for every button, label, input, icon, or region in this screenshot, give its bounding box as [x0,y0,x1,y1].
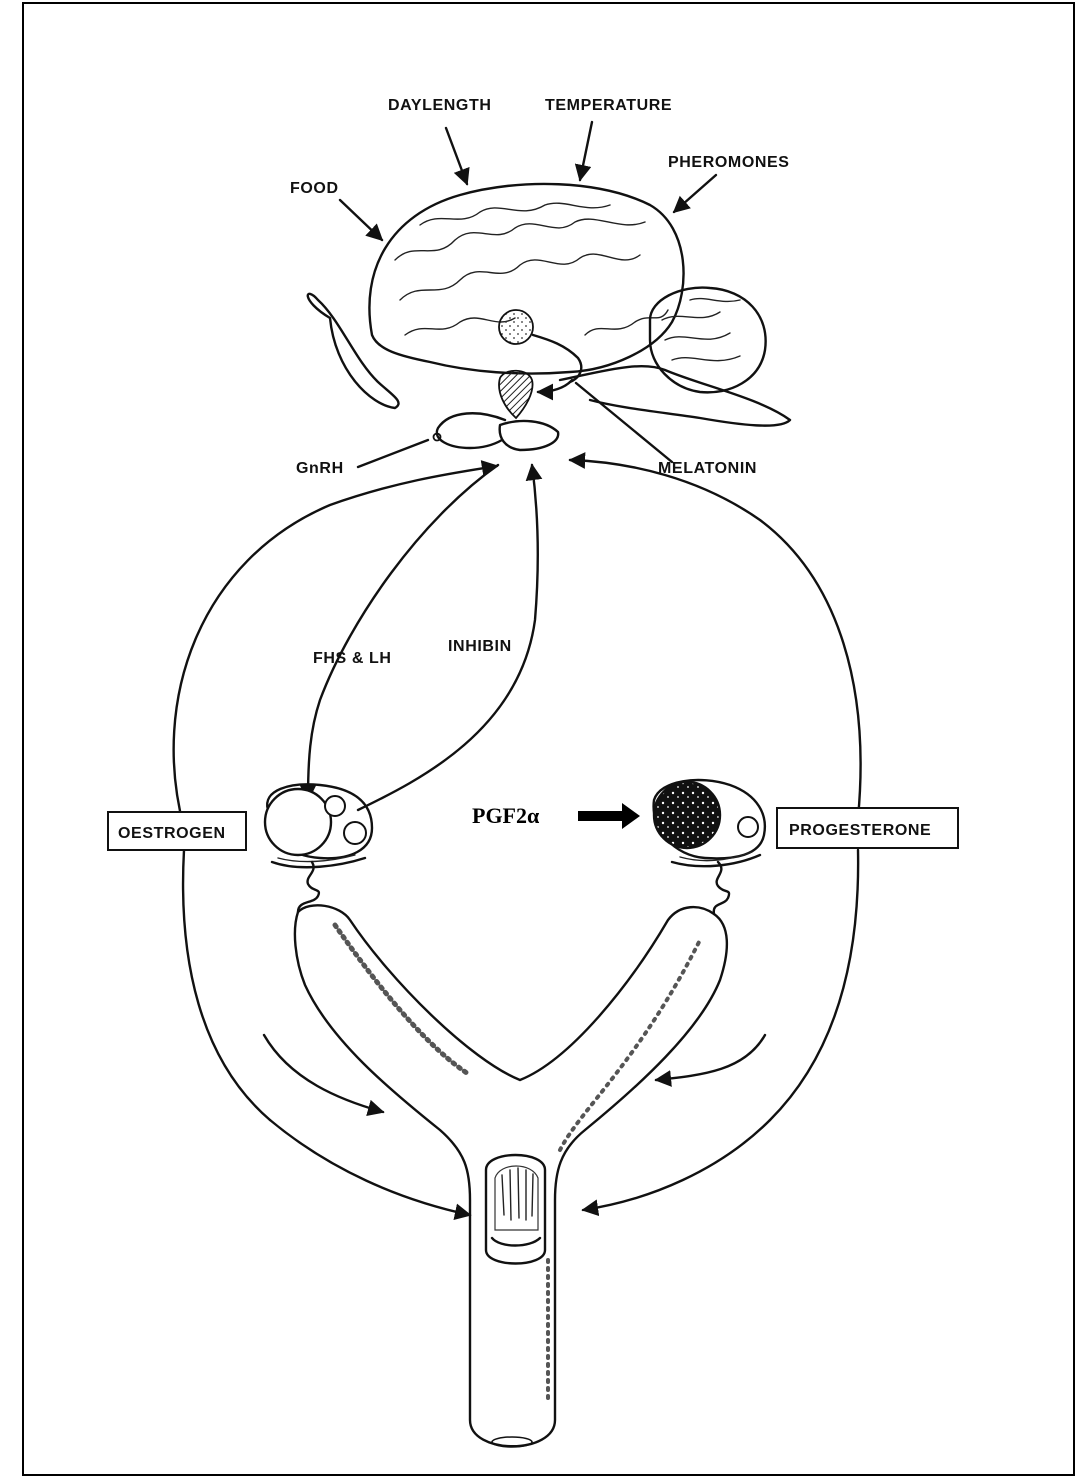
label-temperature: TEMPERATURE [545,97,672,114]
left-ovary [265,784,372,912]
label-melatonin: MELATONIN [658,460,757,477]
hypothalamus [499,371,533,418]
brain-illustration [308,184,790,450]
label-gnrh: GnRH [296,460,344,477]
label-progesterone: PROGESTERONE [789,822,931,839]
pineal-gland [499,310,533,344]
corpus-luteum [654,782,720,848]
pituitary [500,421,559,450]
label-oestrogen: OESTROGEN [118,825,226,842]
follicle [265,789,331,855]
right-ovary [654,780,765,914]
label-inhibin: INHIBIN [448,638,512,655]
label-food: FOOD [290,180,339,197]
label-daylength: DAYLENGTH [388,97,492,114]
label-pheromones: PHEROMONES [668,154,790,171]
environment-arrows [340,122,716,240]
pgf2a-arrow [578,803,640,829]
label-fhs-lh: FHS & LH [313,650,392,667]
cerebellum [650,288,766,393]
uterus [295,905,727,1447]
label-pgf2a: PGF2α [472,803,540,828]
